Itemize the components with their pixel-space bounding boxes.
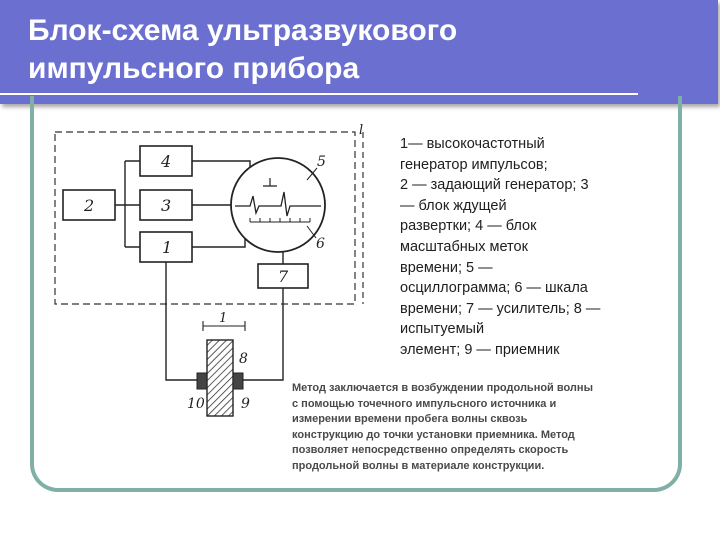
slide-title-line-1: Блок-схема ультразвукового [28,14,458,47]
distance-dimension [202,321,246,331]
legend-line: 1— высокочастотный [400,136,545,152]
description-line: продольной волны в материале конструкции… [292,459,545,472]
legend-line: времени; 7 — усилитель; 8 — [400,300,601,317]
title-bar: Блок-схема ультразвукового импульсного п… [0,0,718,104]
callout-8: 8 [239,351,248,367]
callout-6: 6 [316,236,325,252]
content-frame [30,96,682,492]
block-label-1: 1 [162,238,172,257]
legend-line: — блок ждущей [400,197,507,214]
test-element [206,339,234,417]
callout-l-top: l [359,123,363,138]
callout-5: 5 [317,154,326,170]
block-1 [139,231,193,263]
block-2 [62,189,116,221]
block-label-2: 2 [83,196,94,215]
receiver-transducer [232,372,244,390]
block-label-3: 3 [161,196,171,215]
legend-line: развертки; 4 — блок [400,218,537,235]
legend-line: испытуемый [400,321,485,338]
oscilloscope-screen [230,157,326,253]
oscillogram-trace [235,191,321,217]
legend-line: элемент; 9 — приемник [400,341,560,358]
block-label-4: 4 [160,152,171,171]
description-line: измерении времени пробега волны сквозь [292,413,528,426]
description-line: позволяет непосредственно определять ско… [292,444,569,457]
oscillogram-marker [263,178,277,187]
emitter-transducer [196,372,208,390]
callout-9: 9 [241,396,250,412]
legend-line: осциллограмма; 6 — шкала [400,280,588,297]
description-line: конструкцию до точки установки приемника… [292,428,575,441]
legend-line: масштабных меток [400,238,528,255]
block-diagram: 4 2 3 1 7 5 6 l 1 8 9 10 [54,123,364,417]
distance-label: 1 [219,311,227,326]
legend-line: времени; 5 — [400,259,493,276]
instrument-enclosure [54,131,356,305]
legend-line: генератор импульсов; [400,156,548,173]
method-description: Метод заключается в возбуждении продольн… [292,381,672,475]
diagram-legend: 1— высокочастотный генератор импульсов; … [400,134,650,361]
description-line: с помощью точечного импульсного источник… [292,397,557,410]
slide-title: Блок-схема ультразвукового импульсного п… [28,12,628,88]
block-label-7: 7 [278,267,289,286]
title-underline [0,93,638,95]
description-line: Метод заключается в возбуждении продольн… [292,382,593,394]
time-scale-ticks [249,218,311,223]
legend-line: 2 — задающий генератор; 3 [400,177,589,194]
block-7 [257,263,309,289]
callout-10: 10 [187,396,205,412]
slide-title-line-2: импульсного прибора [28,52,360,85]
